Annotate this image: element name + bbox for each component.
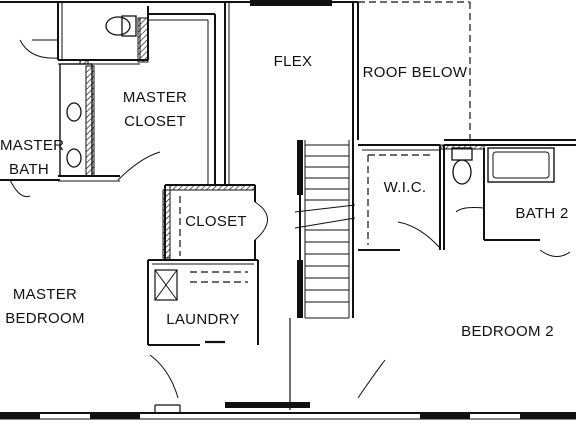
label-line: CLOSET xyxy=(185,213,247,230)
label-line: ROOF BELOW xyxy=(362,64,468,81)
label-line: W.I.C. xyxy=(383,179,427,196)
label-line: BEDROOM xyxy=(5,310,85,327)
label-closet: CLOSET xyxy=(178,210,254,234)
label-line: MASTER xyxy=(12,286,78,303)
label-line: CLOSET xyxy=(124,113,186,130)
label-wic: W.I.C. xyxy=(370,176,440,200)
label-line: MASTER xyxy=(122,89,188,106)
label-line: FLEX xyxy=(273,53,313,70)
label-line: BEDROOM 2 xyxy=(461,323,554,340)
label-roof-below: ROOF BELOW xyxy=(360,61,470,85)
label-laundry: LAUNDRY xyxy=(155,308,251,332)
label-flex: FLEX xyxy=(253,50,333,74)
label-line: MASTER xyxy=(0,137,65,154)
label-master-bath: MASTER BATH xyxy=(0,134,65,182)
label-master-closet: MASTER CLOSET xyxy=(110,86,200,134)
label-line: BATH 2 xyxy=(515,205,569,222)
label-line: LAUNDRY xyxy=(166,311,240,328)
label-bath-2: BATH 2 xyxy=(508,202,576,226)
label-bedroom-2: BEDROOM 2 xyxy=(450,320,565,344)
label-master-bedroom: MASTER BEDROOM xyxy=(0,283,90,331)
label-line: BATH xyxy=(8,161,50,178)
